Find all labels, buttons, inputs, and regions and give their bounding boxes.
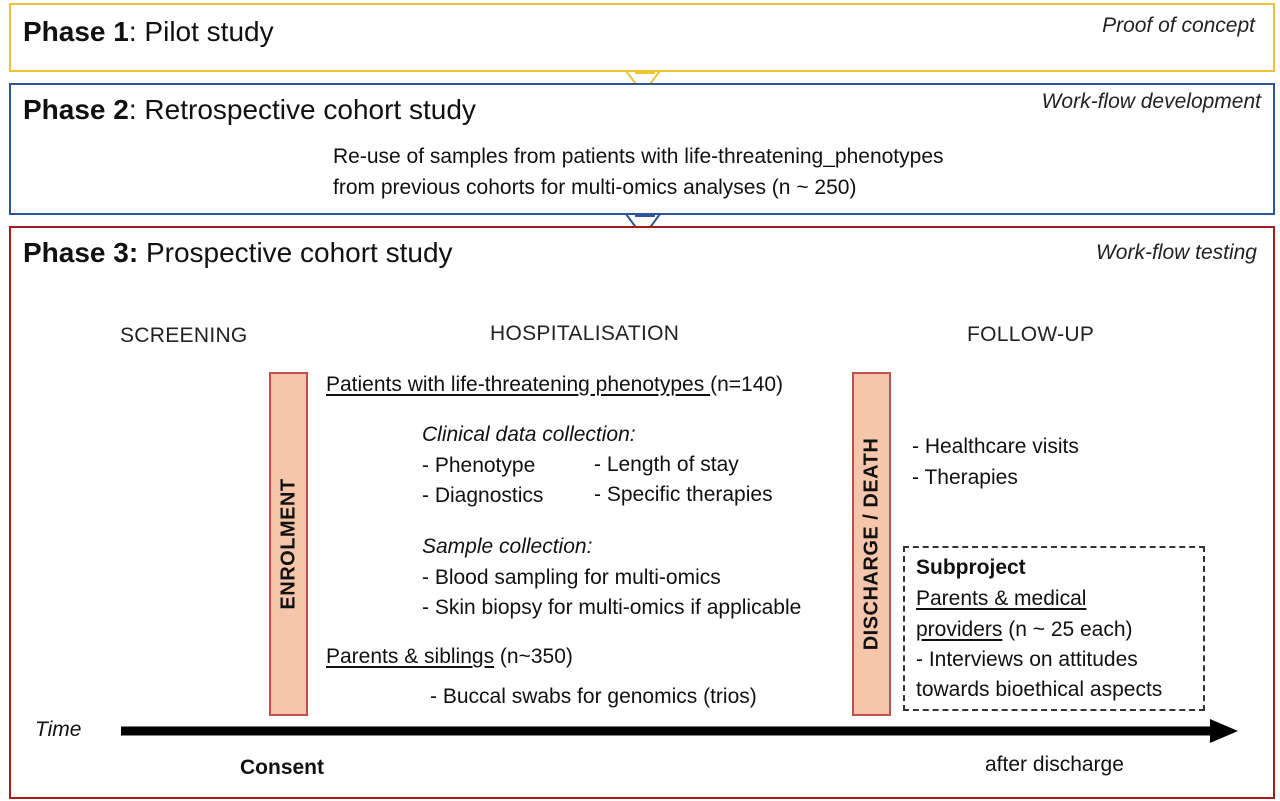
subproject-title: Subproject — [916, 556, 1026, 579]
parents-siblings-count: (n~350) — [494, 645, 573, 668]
consent-label: Consent — [240, 756, 324, 779]
phase2-description-line2: from previous cohorts for multi-omics an… — [333, 176, 857, 199]
phase2-tag: Work-flow development — [1041, 90, 1261, 113]
clinical-heading: Clinical data collection: — [422, 423, 636, 446]
phase2-box: Phase 2: Retrospective cohort study Work… — [9, 83, 1275, 215]
phase3-title: Phase 3: Prospective cohort study — [23, 237, 453, 268]
phase2-title: Phase 2: Retrospective cohort study — [23, 94, 476, 125]
clinical-item-length-of-stay: - Length of stay — [594, 453, 739, 476]
parents-siblings-label: Parents & siblings — [326, 645, 495, 668]
patients-line: Patients with life-threatening phenotype… — [326, 373, 783, 397]
discharge-death-bar — [852, 372, 891, 716]
phase1-box: Phase 1: Pilot study Proof of concept — [9, 3, 1275, 72]
section-hospitalisation: HOSPITALISATION — [490, 322, 680, 345]
subproject-line1: Parents & medical — [916, 587, 1087, 610]
phase2-description-line1: Re-use of samples from patients with lif… — [333, 145, 944, 168]
sample-item-blood: - Blood sampling for multi-omics — [422, 566, 721, 589]
patients-count: (n=140) — [710, 373, 784, 396]
clinical-item-phenotype: - Phenotype — [422, 454, 536, 477]
patients-label: Patients with life-threatening phenotype… — [326, 373, 711, 396]
phase3-box: Phase 3: Prospective cohort study Work-f… — [9, 226, 1275, 799]
section-screening: SCREENING — [120, 324, 248, 347]
parents-siblings-line: Parents & siblings (n~350) — [326, 645, 573, 669]
followup-item-healthcare-visits: - Healthcare visits — [912, 435, 1079, 458]
followup-item-therapies: - Therapies — [912, 466, 1018, 489]
clinical-item-diagnostics: - Diagnostics — [422, 484, 544, 507]
sample-heading: Sample collection: — [422, 535, 593, 558]
after-discharge-label: after discharge — [985, 753, 1124, 776]
clinical-item-specific-therapies: - Specific therapies — [594, 483, 773, 506]
phase1-title: Phase 1: Pilot study — [23, 16, 274, 47]
sample-item-skin: - Skin biopsy for multi-omics if applica… — [422, 596, 802, 619]
subproject-line4: towards bioethical aspects — [916, 678, 1163, 701]
subproject-line2: providers (n ~ 25 each) — [916, 618, 1133, 641]
subproject-line3: - Interviews on attitudes — [916, 648, 1138, 671]
enrolment-bar — [269, 372, 308, 716]
timeline-arrowhead — [1210, 719, 1238, 743]
buccal-swabs-item: - Buccal swabs for genomics (trios) — [430, 685, 757, 708]
time-label: Time — [35, 718, 82, 741]
subproject-box: Subproject Parents & medical providers (… — [903, 546, 1205, 711]
phase1-tag: Proof of concept — [1102, 14, 1255, 37]
phase3-tag: Work-flow testing — [1095, 241, 1257, 264]
section-followup: FOLLOW-UP — [967, 323, 1095, 346]
